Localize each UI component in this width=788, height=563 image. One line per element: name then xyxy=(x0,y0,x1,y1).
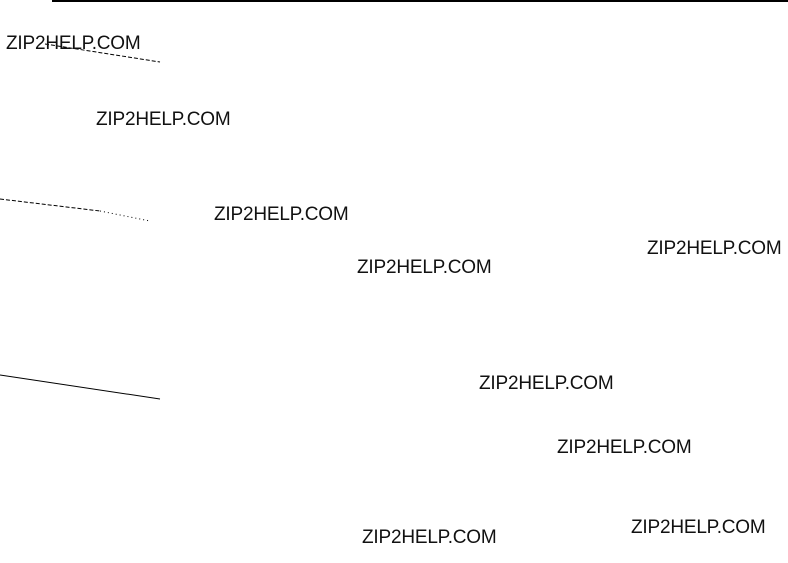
solid-line xyxy=(0,374,161,400)
dotted-line xyxy=(99,210,151,222)
watermark-text: ZIP2HELP.COM xyxy=(362,527,497,548)
watermark-text: ZIP2HELP.COM xyxy=(357,257,492,278)
dashed-line-long xyxy=(0,198,101,212)
watermark-text: ZIP2HELP.COM xyxy=(557,437,692,458)
watermark-text: ZIP2HELP.COM xyxy=(214,204,349,225)
watermark-text: ZIP2HELP.COM xyxy=(96,109,231,130)
top-rule xyxy=(52,0,788,2)
watermark-text: ZIP2HELP.COM xyxy=(631,517,766,538)
watermark-text: ZIP2HELP.COM xyxy=(647,238,782,259)
dashed-line xyxy=(44,43,161,63)
watermark-text: ZIP2HELP.COM xyxy=(6,33,141,54)
watermark-text: ZIP2HELP.COM xyxy=(479,373,614,394)
